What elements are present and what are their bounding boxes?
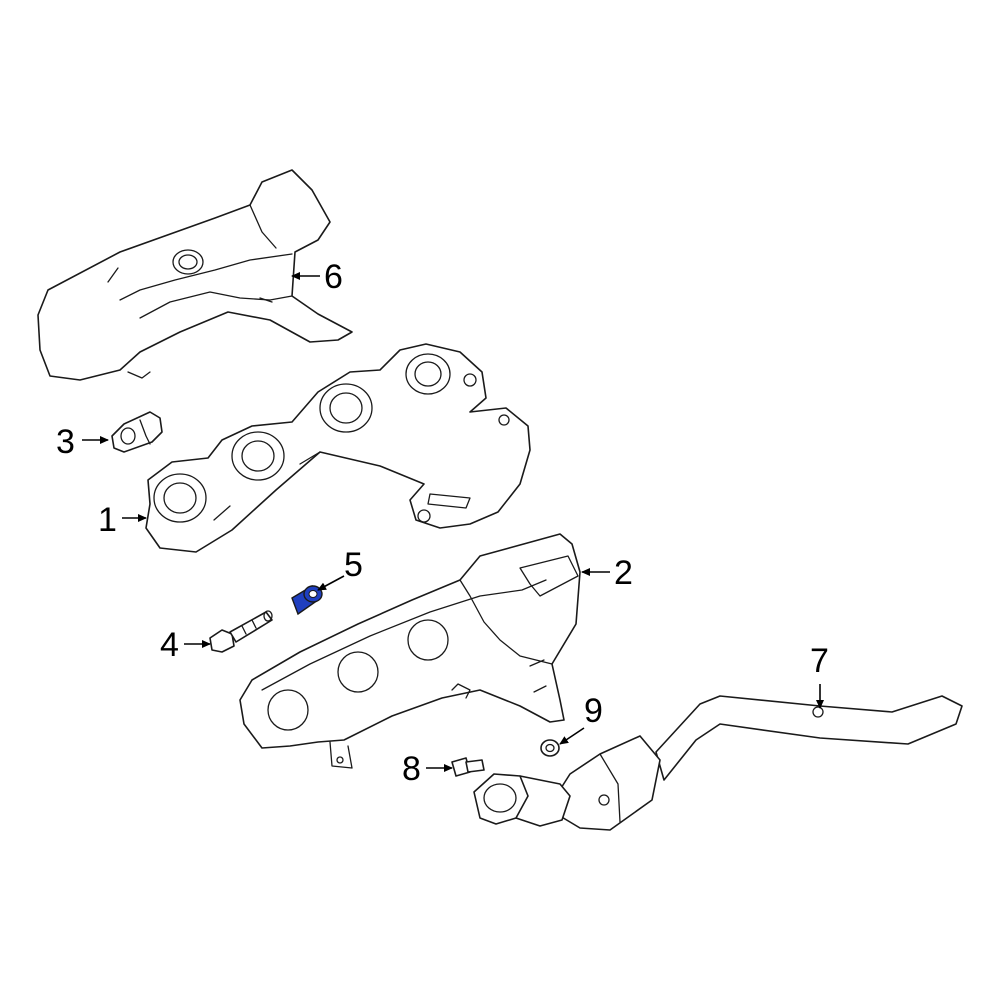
callout-1-label: 1 xyxy=(98,501,117,539)
heat-shield-part[interactable] xyxy=(37,169,353,381)
callout-8-label: 8 xyxy=(402,750,421,788)
nut-part[interactable] xyxy=(540,739,560,757)
lower-heat-shield-part[interactable] xyxy=(239,533,581,769)
bolt-part[interactable] xyxy=(209,610,273,653)
stud-part[interactable] xyxy=(451,757,485,777)
callout-6-label: 6 xyxy=(324,258,343,296)
callout-2-label: 2 xyxy=(614,554,633,592)
callout-3-label: 3 xyxy=(56,423,75,461)
callout-9-leader xyxy=(559,727,585,745)
callout-7-label: 7 xyxy=(810,642,829,680)
callout-5-label: 5 xyxy=(344,546,363,584)
callout-5-leader xyxy=(317,575,345,591)
exhaust-manifold-part[interactable] xyxy=(145,343,531,553)
catalytic-converter-part[interactable] xyxy=(473,695,963,831)
bracket-part[interactable] xyxy=(111,411,163,453)
highlighted-gasket-part[interactable] xyxy=(291,584,323,616)
callout-4-label: 4 xyxy=(160,626,179,664)
callout-9-label: 9 xyxy=(584,692,603,730)
